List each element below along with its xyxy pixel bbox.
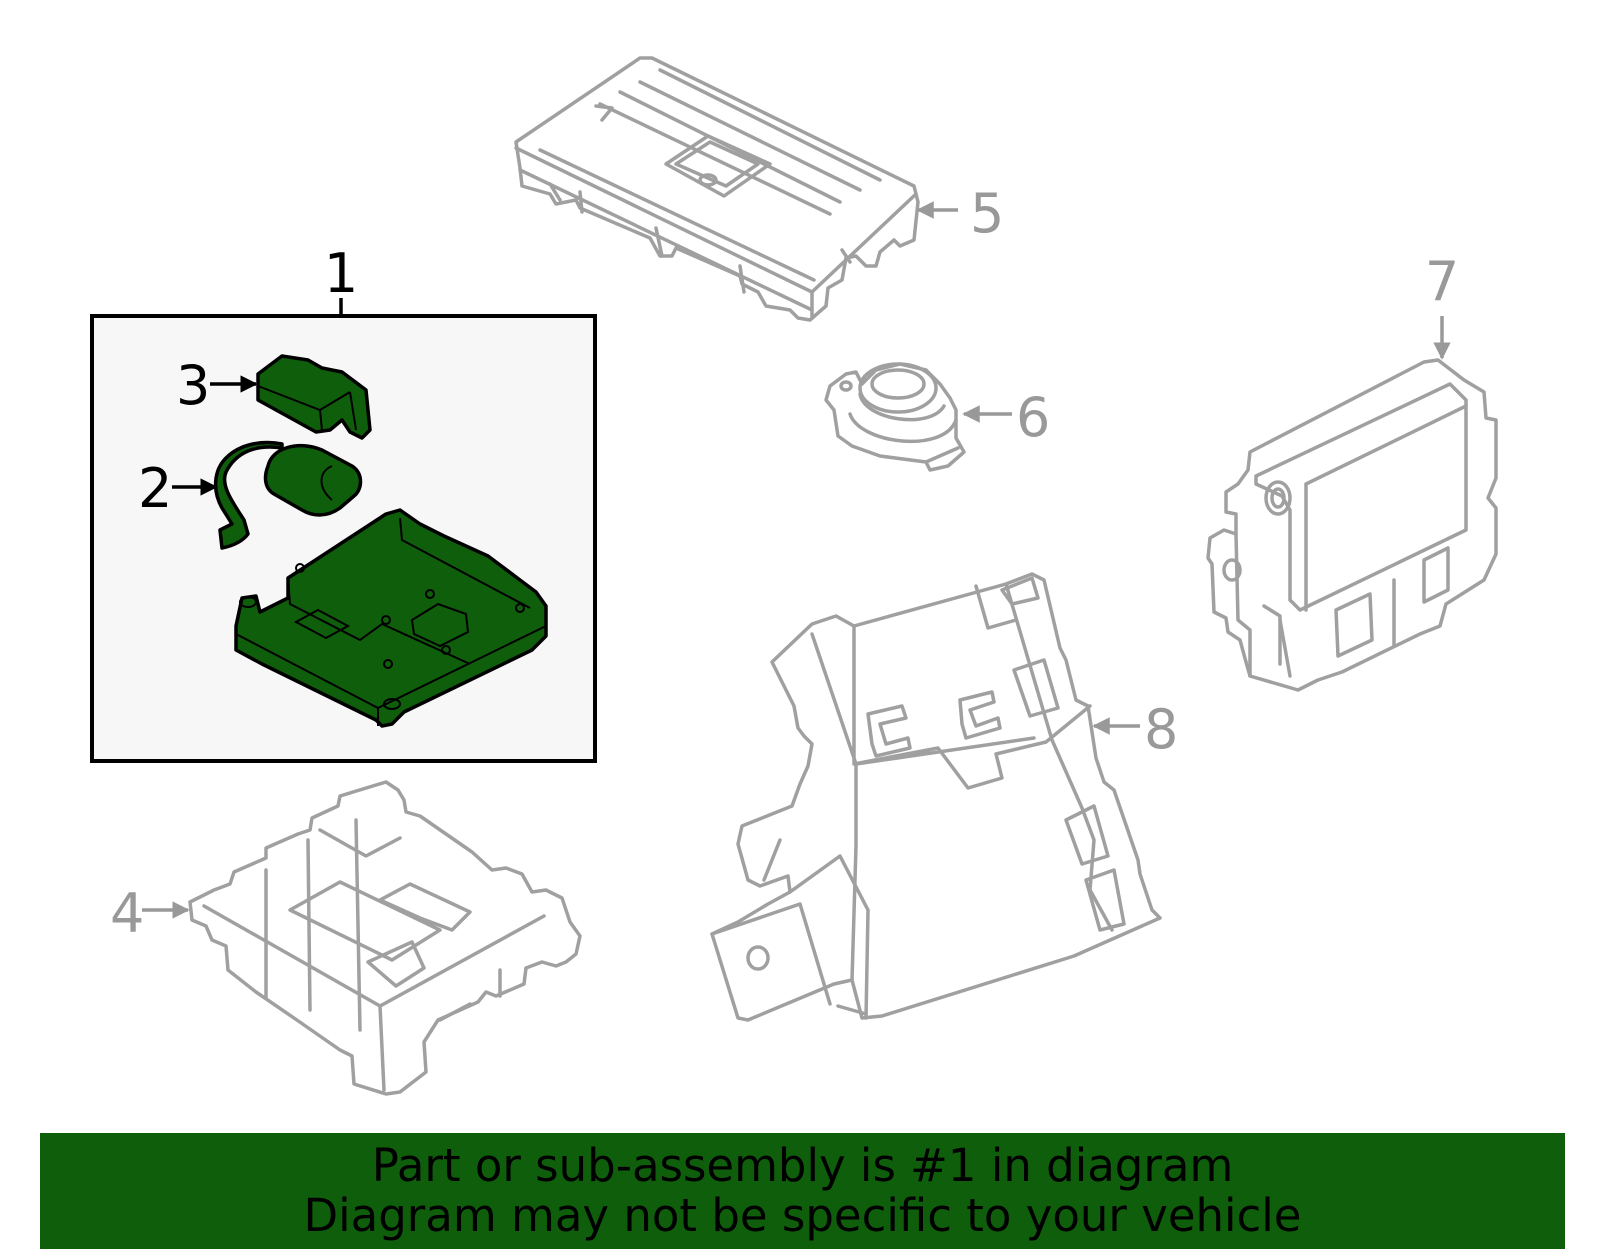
part-3-connector[interactable] bbox=[256, 354, 372, 440]
disclaimer-banner: Part or sub-assembly is #1 in diagram Di… bbox=[40, 1133, 1565, 1249]
banner-line-1: Part or sub-assembly is #1 in diagram bbox=[371, 1139, 1234, 1192]
part-1-control-module[interactable] bbox=[234, 508, 548, 728]
callout-4-label[interactable]: 4 bbox=[110, 882, 144, 945]
part-4-bracket[interactable] bbox=[188, 780, 582, 1096]
part-5-cover[interactable] bbox=[514, 56, 920, 322]
callout-7-label[interactable]: 7 bbox=[1425, 250, 1459, 313]
callout-2-label[interactable]: 2 bbox=[138, 457, 172, 520]
banner-line-2: Diagram may not be specific to your vehi… bbox=[303, 1189, 1302, 1242]
part-6-sensor[interactable] bbox=[824, 362, 966, 472]
callout-5-label[interactable]: 5 bbox=[970, 182, 1004, 245]
assembly-1-group[interactable]: 1 3 2 bbox=[90, 242, 597, 763]
part-7-module[interactable] bbox=[1206, 358, 1498, 692]
callout-3-label[interactable]: 3 bbox=[176, 354, 210, 417]
callout-6-label[interactable]: 6 bbox=[1016, 386, 1050, 449]
part-2-antenna[interactable] bbox=[213, 440, 363, 550]
callout-1-label[interactable]: 1 bbox=[324, 242, 358, 305]
callout-8-label[interactable]: 8 bbox=[1144, 698, 1178, 761]
part-8-bracket[interactable] bbox=[710, 572, 1162, 1022]
